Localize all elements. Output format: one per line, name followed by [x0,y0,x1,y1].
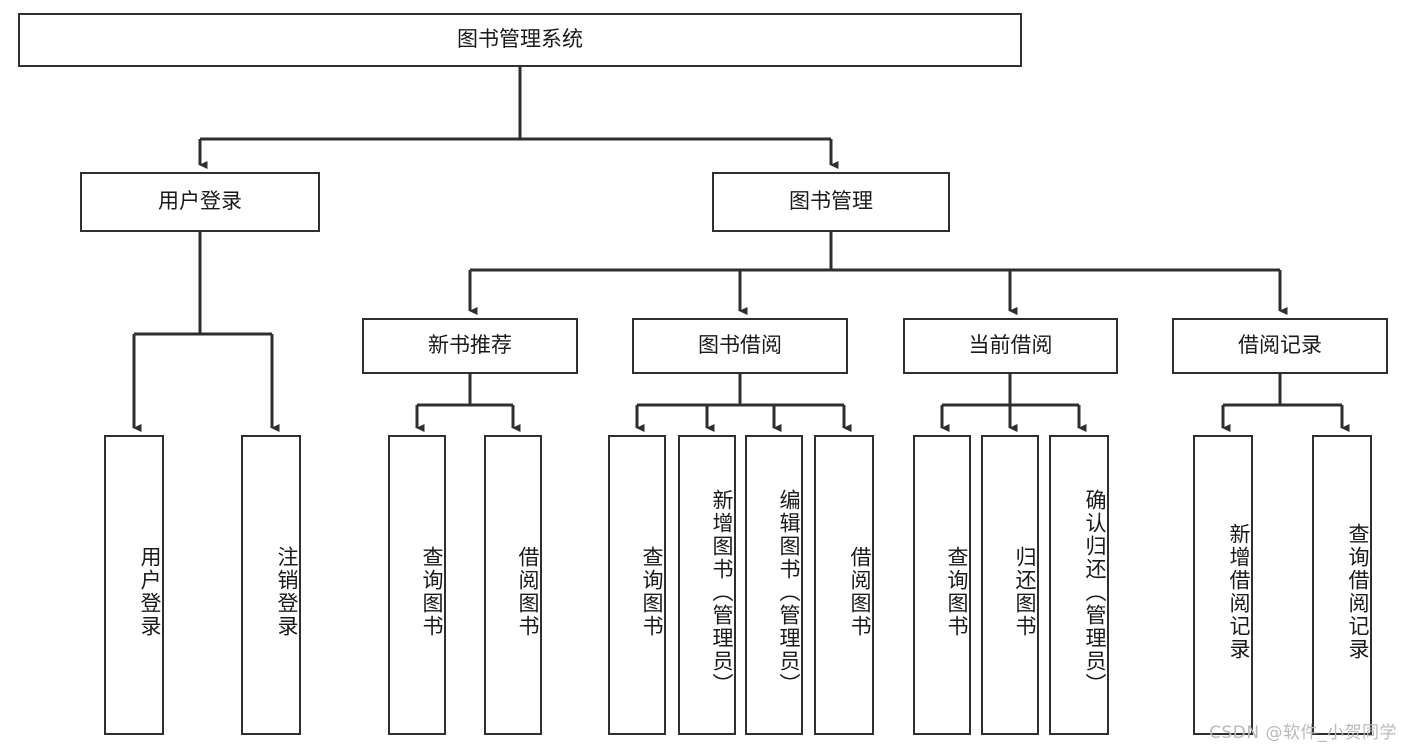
node-leaf-confirm-return-label: 确认归还（管理员） [1083,488,1107,696]
node-book-manage[interactable]: 图书管理 [712,172,950,232]
node-leaf-query-book-1[interactable]: 查询图书 [388,435,446,735]
node-book-manage-label: 图书管理 [789,189,873,214]
node-current-borrow[interactable]: 当前借阅 [903,318,1118,374]
node-leaf-user-login[interactable]: 用户登录 [104,435,164,735]
node-leaf-return-book-label: 归还图书 [1013,546,1037,638]
node-leaf-query-book-2-label: 查询图书 [640,546,664,638]
node-leaf-query-book-3-label: 查询图书 [945,546,969,638]
node-leaf-logout[interactable]: 注销登录 [241,435,301,735]
node-leaf-borrow-book-2-label: 借阅图书 [848,546,872,638]
node-leaf-query-record-label: 查询借阅记录 [1346,523,1370,661]
node-borrow-record-label: 借阅记录 [1238,333,1322,358]
node-root-label: 图书管理系统 [457,27,583,52]
node-new-book-rec[interactable]: 新书推荐 [362,318,578,374]
node-leaf-logout-label: 注销登录 [275,546,299,638]
node-leaf-query-book-2[interactable]: 查询图书 [608,435,666,735]
node-current-borrow-label: 当前借阅 [968,333,1053,358]
node-leaf-borrow-book-1-label: 借阅图书 [516,546,540,638]
node-leaf-confirm-return[interactable]: 确认归还（管理员） [1049,435,1109,735]
node-leaf-user-login-label: 用户登录 [138,546,162,638]
csdn-watermark: CSDN @软件_小贺同学 [1209,723,1397,743]
node-leaf-query-record[interactable]: 查询借阅记录 [1312,435,1372,735]
node-borrow-record[interactable]: 借阅记录 [1172,318,1388,374]
node-leaf-query-book-1-label: 查询图书 [420,546,444,638]
node-user-login-label: 用户登录 [158,189,242,214]
node-leaf-add-record[interactable]: 新增借阅记录 [1193,435,1253,735]
node-leaf-add-book-label: 新增图书（管理员） [710,488,734,696]
node-book-borrow[interactable]: 图书借阅 [632,318,848,374]
node-new-book-rec-label: 新书推荐 [428,333,512,358]
node-leaf-add-book[interactable]: 新增图书（管理员） [678,435,736,735]
node-leaf-edit-book-label: 编辑图书（管理员） [777,488,801,696]
node-leaf-query-book-3[interactable]: 查询图书 [913,435,971,735]
node-user-login[interactable]: 用户登录 [80,172,320,232]
node-leaf-return-book[interactable]: 归还图书 [981,435,1039,735]
node-book-borrow-label: 图书借阅 [698,333,782,358]
node-leaf-borrow-book-1[interactable]: 借阅图书 [484,435,542,735]
node-leaf-borrow-book-2[interactable]: 借阅图书 [814,435,874,735]
node-leaf-edit-book[interactable]: 编辑图书（管理员） [745,435,803,735]
node-leaf-add-record-label: 新增借阅记录 [1227,523,1251,661]
node-root[interactable]: 图书管理系统 [18,13,1022,67]
